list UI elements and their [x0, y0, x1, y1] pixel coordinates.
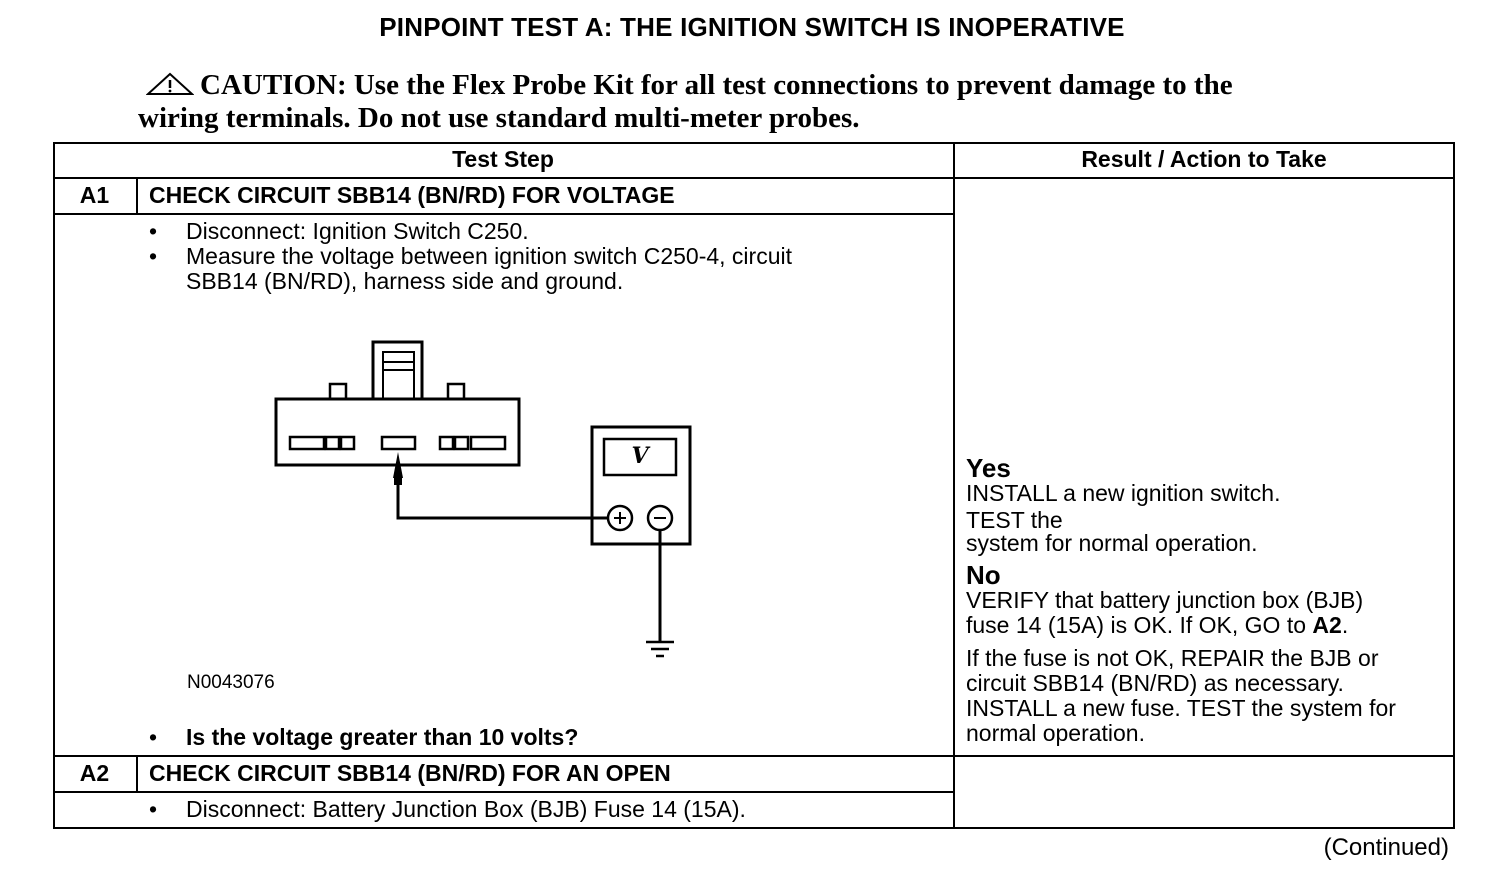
voltage-measurement-diagram: V: [253, 332, 713, 672]
pinpoint-test-table: Test Step Result / Action to Take A1 CHE…: [53, 142, 1455, 829]
step-id-a1: A1: [79, 182, 110, 208]
result-yes-label: Yes: [966, 453, 1011, 483]
list-item: Disconnect: Battery Junction Box (BJB) F…: [149, 797, 939, 823]
list-item: Measure the voltage between ignition swi…: [149, 244, 939, 294]
meter-voltage-label: V: [631, 443, 649, 469]
goto-a2-link[interactable]: A2: [1312, 612, 1342, 638]
warning-triangle-icon: [145, 72, 195, 103]
list-item: Disconnect: Ignition Switch C250.: [149, 219, 939, 245]
caution-text-line2: wiring terminals. Do not use standard mu…: [138, 102, 860, 134]
step-a1-question: Is the voltage greater than 10 volts?: [149, 725, 939, 751]
list-item: Is the voltage greater than 10 volts?: [149, 725, 939, 751]
header-test-step: Test Step: [452, 146, 554, 172]
result-a1: Yes INSTALL a new ignition switch. TEST …: [966, 455, 1451, 746]
step-a2-instructions: Disconnect: Battery Junction Box (BJB) F…: [149, 797, 939, 823]
result-no-label: No: [966, 560, 1001, 590]
step-title-a2: CHECK CIRCUIT SBB14 (BN/RD) FOR AN OPEN: [149, 760, 671, 786]
step-a1-instructions: Disconnect: Ignition Switch C250. Measur…: [149, 219, 939, 294]
figure-id: N0043076: [187, 672, 275, 693]
page-title: PINPOINT TEST A: THE IGNITION SWITCH IS …: [379, 12, 1125, 42]
step-title-a1: CHECK CIRCUIT SBB14 (BN/RD) FOR VOLTAGE: [149, 182, 675, 208]
step-id-a2: A2: [79, 760, 110, 786]
caution-note: CAUTION: Use the Flex Probe Kit for all …: [138, 70, 1378, 134]
caution-text-line1: CAUTION: Use the Flex Probe Kit for all …: [200, 69, 1233, 101]
header-result-action: Result / Action to Take: [1081, 146, 1327, 172]
continued-label: (Continued): [1323, 834, 1449, 861]
